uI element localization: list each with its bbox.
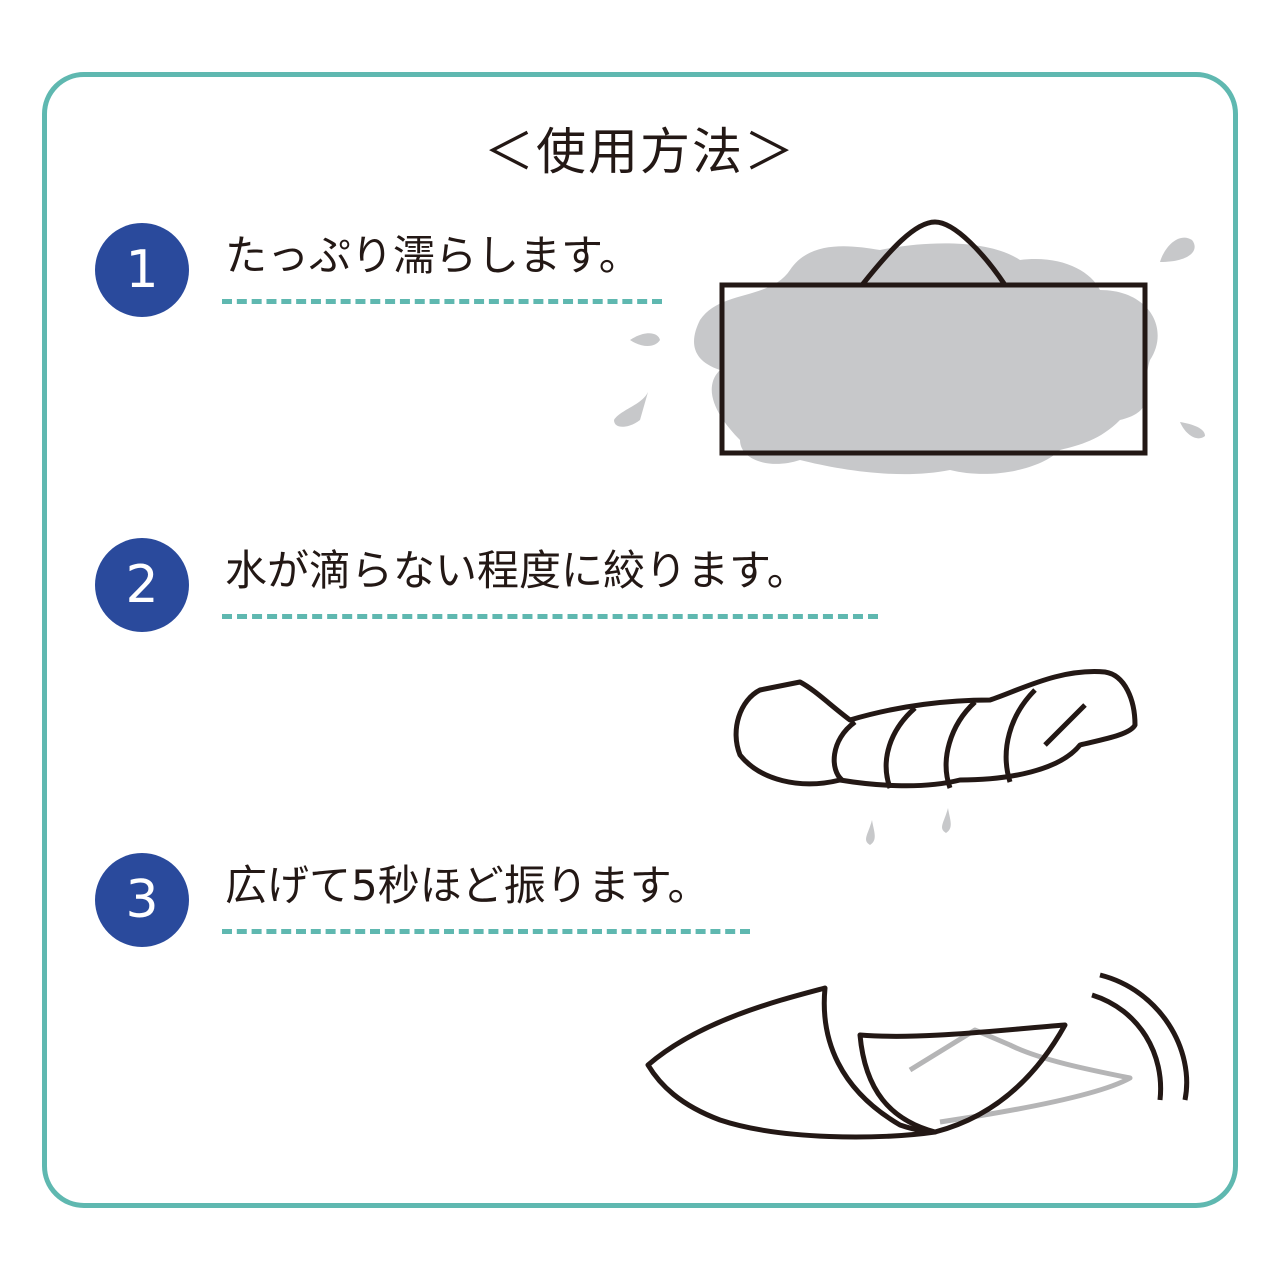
water-drop-icon	[630, 333, 660, 346]
motion-lines-icon	[1099, 972, 1190, 1101]
step-2-text: 水が滴らない程度に絞ります。	[225, 546, 809, 595]
wrung-towel-illustration	[733, 669, 1138, 789]
step-3-divider	[222, 929, 750, 934]
wet-towel-illustration	[614, 219, 1205, 475]
towel-hanger	[860, 219, 1008, 287]
water-drop-icon	[942, 808, 951, 833]
step-1-badge: 1	[95, 223, 189, 317]
step-2-divider	[222, 614, 878, 619]
step-1-text: たっぷり濡らします。	[225, 231, 641, 280]
step-2-badge: 2	[95, 538, 189, 632]
step-3-badge: 3	[95, 853, 189, 947]
water-drop-icon	[1180, 422, 1205, 439]
water-drop-icon	[866, 820, 875, 845]
water-drop-icon	[614, 392, 648, 427]
step-1-divider	[222, 299, 662, 304]
water-drop-icon	[1160, 237, 1195, 262]
page-title: ＜使用方法＞	[484, 123, 796, 181]
shaking-towel-illustration	[645, 972, 1190, 1140]
towel	[719, 282, 1148, 456]
water-splash	[694, 243, 1158, 475]
step-3-text: 広げて5秒ほど振ります。	[225, 861, 710, 910]
content-frame	[42, 72, 1238, 1208]
